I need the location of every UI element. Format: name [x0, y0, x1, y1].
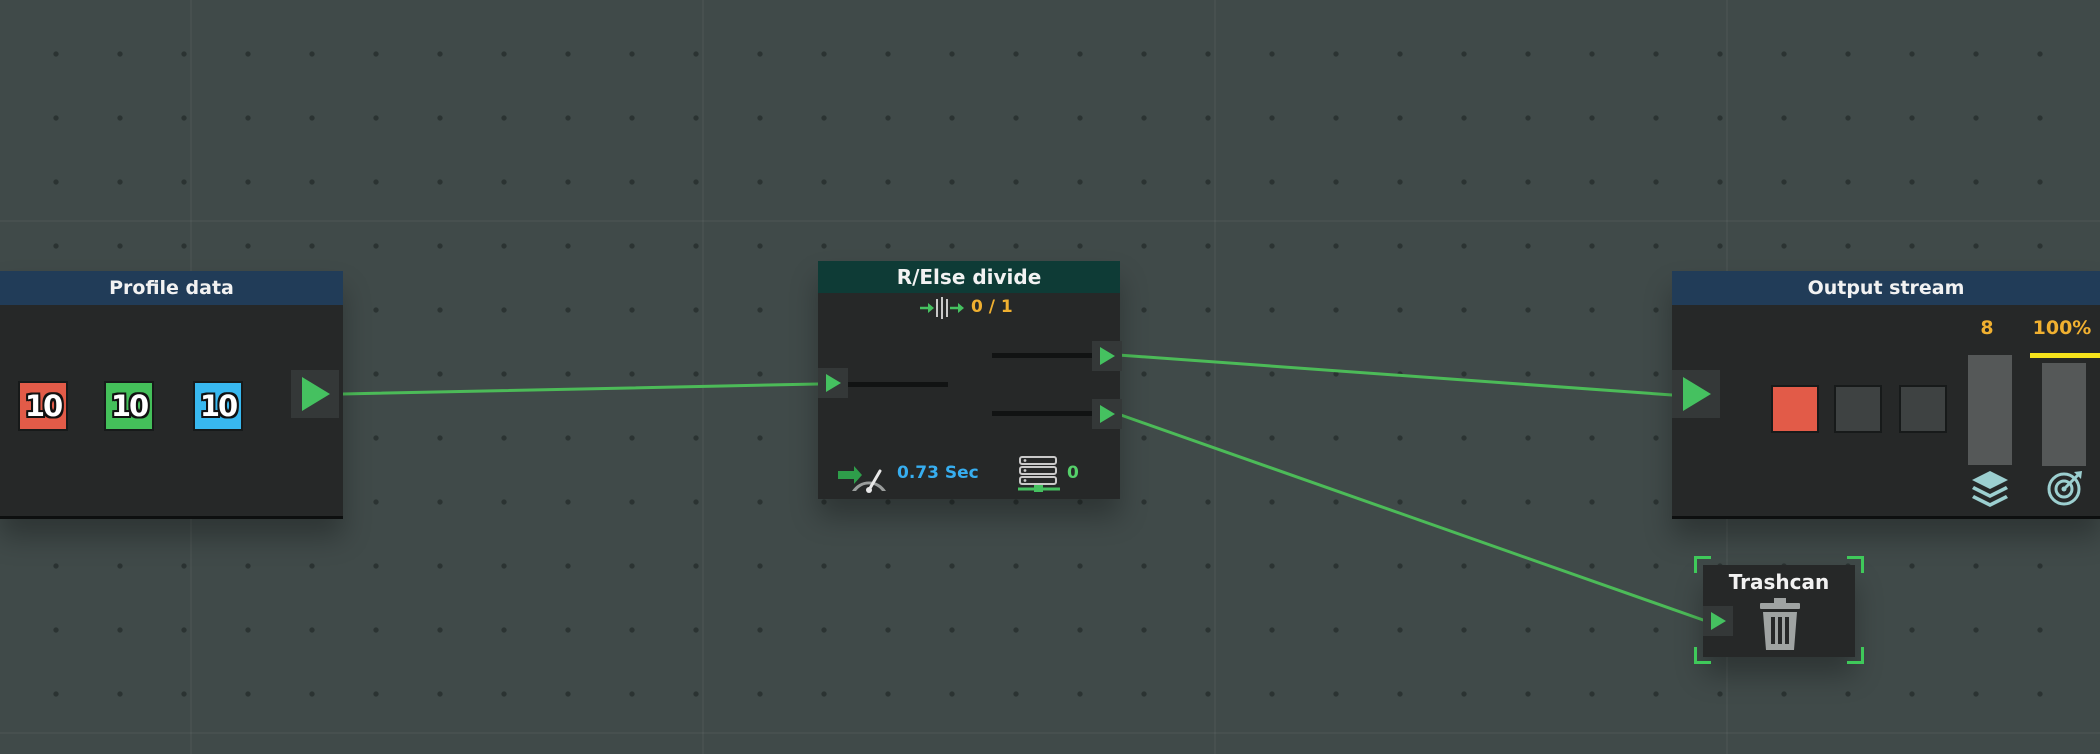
throughput-counter: 0 / 1 — [971, 297, 1013, 317]
value-chip-red[interactable]: 10 — [18, 381, 68, 431]
value-chip-blue[interactable]: 10 — [193, 381, 243, 431]
trashcan-node[interactable]: Trashcan — [1703, 565, 1855, 657]
play-arrow-icon — [1100, 347, 1115, 365]
speedometer-icon — [838, 466, 886, 493]
output-track-2 — [992, 411, 1092, 416]
selection-corner-bl — [1694, 647, 1711, 664]
input-track — [848, 382, 948, 387]
play-arrow-icon — [1683, 377, 1711, 411]
play-arrow-icon — [1711, 612, 1726, 630]
node-header[interactable]: R/Else divide — [818, 261, 1120, 293]
node-title: R/Else divide — [896, 265, 1042, 289]
selection-corner-tl — [1694, 556, 1711, 573]
play-arrow-icon — [1100, 405, 1115, 423]
output-port-2[interactable] — [1092, 399, 1122, 429]
selection-frame — [1694, 556, 1864, 664]
play-arrow-icon — [826, 374, 841, 392]
queue-count: 0 — [1067, 463, 1079, 483]
input-port[interactable] — [818, 368, 848, 398]
node-title: Profile data — [109, 277, 234, 299]
profile-data-node[interactable]: Profile data 10 10 10 — [0, 271, 343, 519]
process-speed: 0.73 Sec — [897, 463, 979, 483]
completion-bar — [2042, 363, 2086, 466]
output-slot-1[interactable] — [1771, 385, 1819, 433]
trash-icon — [1760, 598, 1800, 650]
selection-corner-tr — [1847, 556, 1864, 573]
target-icon — [2047, 471, 2082, 506]
output-slot-2[interactable] — [1834, 385, 1882, 433]
chip-value: 10 — [110, 389, 149, 423]
stored-count: 8 — [1980, 317, 1994, 339]
selection-corner-br — [1847, 647, 1864, 664]
completion-progress-line — [2030, 353, 2100, 358]
input-port[interactable] — [1672, 370, 1720, 418]
wire-profile-to-divide — [340, 382, 820, 396]
node-header[interactable]: Output stream — [1672, 271, 2100, 305]
output-port[interactable] — [291, 370, 339, 418]
completion-percent: 100% — [2032, 317, 2092, 339]
storage-bar — [1968, 355, 2012, 465]
output-slot-3[interactable] — [1899, 385, 1947, 433]
splitter-icon — [920, 297, 964, 319]
wire-divide-to-trashcan — [1116, 412, 1708, 623]
wire-divide-to-output — [1116, 353, 1674, 397]
chip-value: 10 — [199, 389, 238, 423]
value-chip-green[interactable]: 10 — [104, 381, 154, 431]
output-stream-node[interactable]: Output stream 8 100% — [1672, 271, 2100, 519]
output-port-1[interactable] — [1092, 341, 1122, 371]
r-else-divide-node[interactable]: R/Else divide 0 / 1 0.73 Sec — [818, 261, 1122, 499]
node-title: Trashcan — [1728, 570, 1830, 594]
output-track-1 — [992, 353, 1092, 358]
layers-icon — [1972, 471, 2008, 507]
chip-value: 10 — [24, 389, 63, 423]
input-port[interactable] — [1703, 606, 1733, 636]
queue-stack-icon — [1018, 456, 1060, 492]
play-arrow-icon — [302, 377, 330, 411]
node-title: Output stream — [1807, 277, 1965, 299]
node-header[interactable]: Profile data — [0, 271, 343, 305]
